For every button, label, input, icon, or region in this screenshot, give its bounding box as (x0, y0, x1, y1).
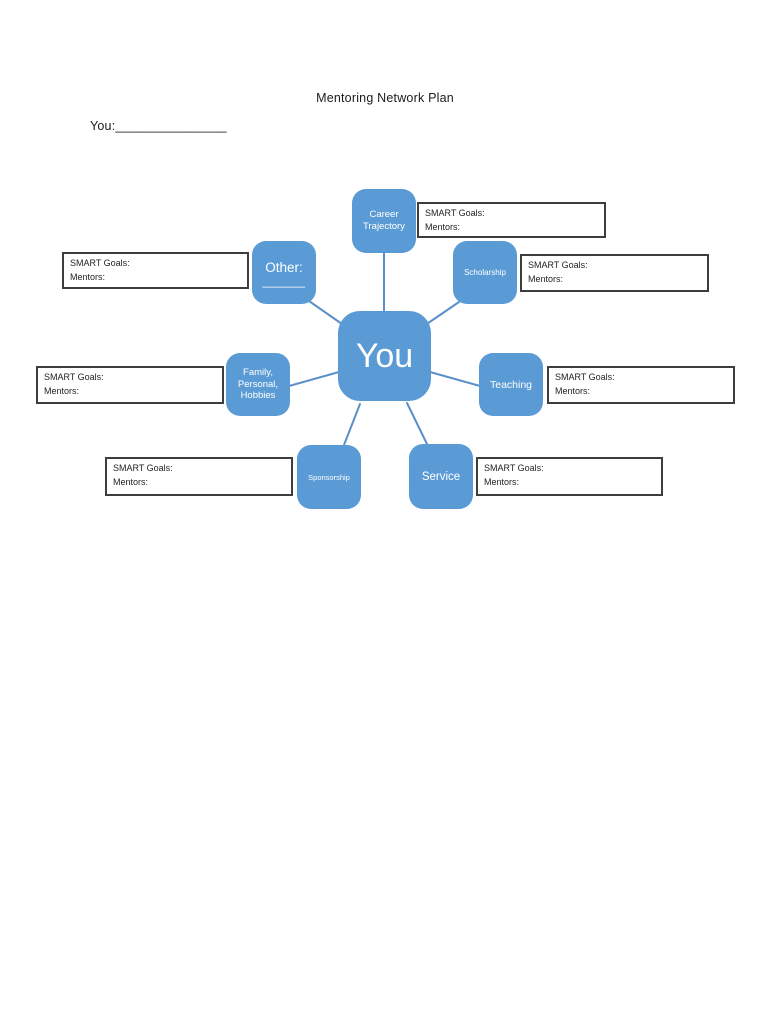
node-label: Personal, (237, 378, 279, 390)
you-blank-line[interactable]: ________________ (115, 119, 227, 133)
page-title: Mentoring Network Plan (316, 91, 454, 105)
connector-teaching (429, 371, 481, 387)
node-sponsorship: Sponsorship (297, 445, 361, 509)
goal-box-teaching[interactable]: SMART Goals: Mentors: (547, 366, 735, 404)
mentors-label: Mentors: (484, 476, 520, 487)
mentors-label: Mentors: (70, 271, 106, 282)
smart-goals-label: SMART Goals: (528, 260, 588, 270)
node-label: Scholarship (464, 268, 506, 277)
node-label: Teaching (489, 378, 533, 391)
node-label: Other: (265, 260, 303, 275)
connector-family (288, 371, 340, 387)
node-label: Sponsorship (308, 472, 350, 482)
connector-service (406, 402, 428, 445)
goal-box-family-personal-hobbies[interactable]: SMART Goals: Mentors: (36, 366, 224, 404)
node-career-trajectory: Career Trajectory (352, 189, 416, 253)
node-family-personal-hobbies: Family, Personal, Hobbies (226, 353, 290, 416)
goal-box-service[interactable]: SMART Goals: Mentors: (476, 457, 663, 496)
node-other: Other: ______ (252, 241, 316, 304)
connector-sponsorship (343, 403, 361, 446)
node-label: Hobbies (240, 390, 276, 402)
goal-box-career-trajectory[interactable]: SMART Goals: Mentors: (417, 202, 606, 238)
node-you-center: You (338, 311, 431, 401)
smart-goals-label: SMART Goals: (425, 208, 485, 218)
node-label: Service (421, 470, 461, 483)
mentors-label: Mentors: (44, 385, 80, 396)
node-scholarship: Scholarship (453, 241, 517, 304)
node-label: You (355, 336, 414, 375)
node-service: Service (409, 444, 473, 509)
node-label: Trajectory (363, 221, 405, 232)
smart-goals-label: SMART Goals: (70, 258, 130, 268)
smart-goals-label: SMART Goals: (555, 372, 615, 382)
you-label: You: (90, 119, 116, 133)
mentors-label: Mentors: (425, 221, 461, 232)
mentors-label: Mentors: (555, 385, 591, 396)
goal-box-sponsorship[interactable]: SMART Goals: Mentors: (105, 457, 293, 496)
mentors-label: Mentors: (528, 273, 564, 284)
other-blank-line[interactable]: ______ (262, 274, 306, 288)
smart-goals-label: SMART Goals: (113, 463, 173, 473)
goal-box-scholarship[interactable]: SMART Goals: Mentors: (520, 254, 709, 292)
you-field: You:________________ (90, 119, 227, 133)
mentors-label: Mentors: (113, 476, 149, 487)
goal-box-other[interactable]: SMART Goals: Mentors: (62, 252, 249, 289)
smart-goals-label: SMART Goals: (484, 463, 544, 473)
node-label: Family, (243, 367, 273, 379)
node-teaching: Teaching (479, 353, 543, 416)
node-label: Career (369, 209, 399, 220)
smart-goals-label: SMART Goals: (44, 372, 104, 382)
